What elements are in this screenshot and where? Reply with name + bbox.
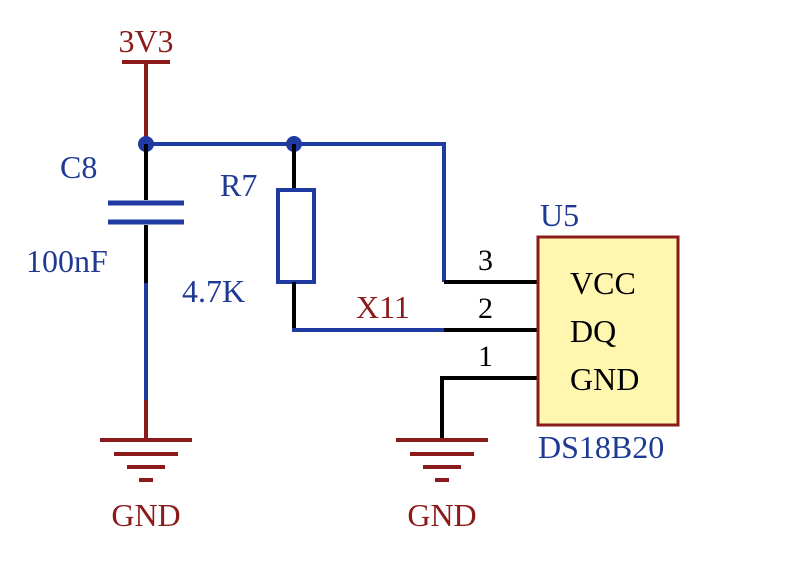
ic-part-number: DS18B20 (538, 429, 664, 465)
ic-pin-name-dq: DQ (570, 313, 616, 349)
ic-u5: U5 VCC DQ GND DS18B20 (536, 197, 680, 465)
net-label-x11: X11 (356, 289, 410, 325)
ground-symbol-right: GND (396, 438, 488, 533)
ic-pin-name-gnd: GND (570, 361, 639, 397)
capacitor-c8: C8 100nF (26, 144, 184, 440)
power-supply-symbol: 3V3 (118, 23, 174, 144)
ground-label-right: GND (407, 497, 476, 533)
pin-number-3: 3 (478, 244, 493, 277)
power-supply-label: 3V3 (118, 23, 173, 59)
ic-pin-name-vcc: VCC (570, 265, 636, 301)
resistor-r7: R7 4.7K (182, 144, 446, 332)
ground-symbol-left: GND (100, 438, 192, 533)
pin-number-1: 1 (478, 340, 493, 373)
ic-designator: U5 (540, 197, 579, 233)
ground-label-left: GND (111, 497, 180, 533)
resistor-value: 4.7K (182, 273, 245, 309)
capacitor-value: 100nF (26, 243, 108, 279)
resistor-designator: R7 (220, 167, 257, 203)
pin-number-2: 2 (478, 292, 493, 325)
ic-body (536, 235, 680, 427)
capacitor-designator: C8 (60, 149, 97, 185)
res-body (276, 188, 316, 284)
